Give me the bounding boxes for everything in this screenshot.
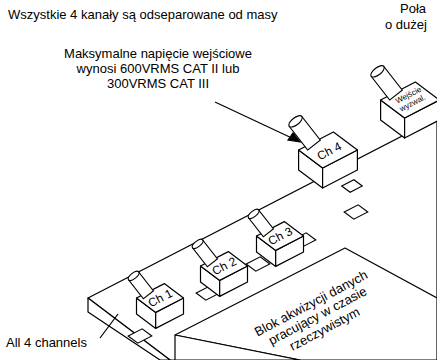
channel-box: Ch 1: [142, 283, 177, 312]
trigger-input-box: Wejście wyzwal.: [386, 80, 437, 120]
node-text: Ch 4: [315, 139, 344, 162]
voltage-note: Maksymalne napięcie wejściowe wynosi 600…: [58, 47, 258, 92]
bnc-connector: [191, 238, 218, 267]
node-text: Wejście wyzwal.: [389, 83, 433, 117]
terminal-pad: [344, 205, 368, 219]
channel-box: Ch 4: [311, 136, 346, 165]
bnc-connector: [127, 270, 154, 299]
node-text: Ch 2: [210, 254, 239, 277]
note-text: Poła: [400, 2, 426, 17]
acquisition-block: Blok akwizycji danych pracujący w czasie…: [238, 259, 398, 360]
terminal-pad: [128, 329, 152, 343]
arrow-head: [288, 133, 300, 142]
bnc-connector: [287, 114, 320, 150]
node-text: Ch 1: [146, 286, 175, 309]
note-text: Wszystkie 4 kanały są odseparowane od ma…: [8, 8, 278, 23]
note-text: o dużej: [385, 18, 427, 33]
leader-line: [100, 314, 118, 338]
leader-line: [215, 102, 296, 140]
node-text: Blok akwizycji danych pracujący w czasie…: [242, 262, 395, 360]
bnc-connector: [369, 64, 402, 100]
bnc-connector: [247, 208, 274, 237]
channel-box: Ch 3: [262, 221, 297, 250]
node-text: Ch 3: [266, 224, 295, 247]
note-text: All 4 channels: [6, 336, 87, 351]
channel-box: Ch 2: [206, 251, 241, 280]
terminal-pad: [342, 180, 363, 193]
